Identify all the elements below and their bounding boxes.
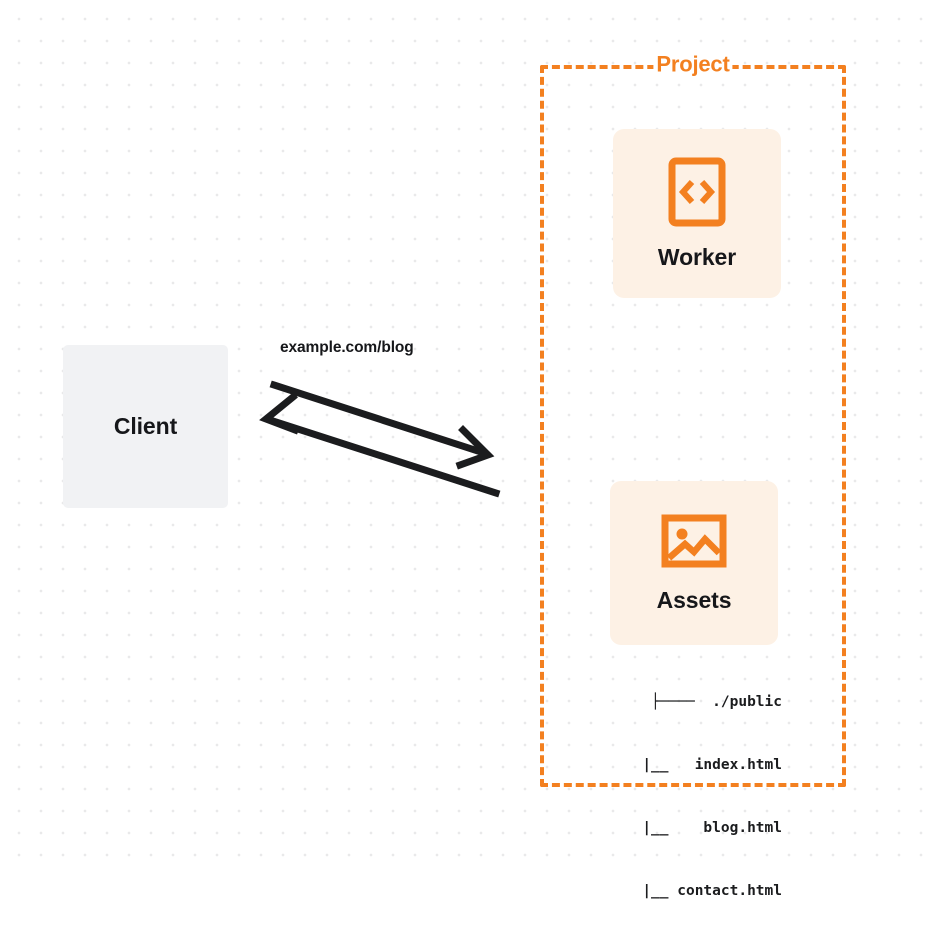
worker-node[interactable]: Worker [613,129,781,298]
dot-grid-background [0,0,938,860]
file-tree-row: |__ blog.html [616,820,782,836]
request-arrow [269,380,495,470]
project-title: Project [653,51,733,78]
assets-node-label: Assets [656,587,732,613]
image-icon [661,512,727,570]
worker-node-label: Worker [657,243,737,270]
code-brackets-icon [668,157,726,227]
diagram-canvas: Client example.com/blog Project Worker [63,51,846,899]
client-node[interactable]: Client [63,345,228,508]
connection-arrows [259,380,501,498]
response-arrow [259,392,501,498]
file-tree-row: |__ index.html [616,757,782,773]
connection-label: example.com/blog [280,339,414,356]
file-tree-row: ├──── ./public [651,694,782,710]
assets-file-tree: ├──── ./public |__ index.html |__ blog.h… [560,650,782,944]
file-tree-row: |__ contact.html [616,883,782,899]
project-container: Project [540,51,846,787]
assets-node[interactable]: Assets [610,481,778,645]
client-node-label: Client [113,413,178,439]
